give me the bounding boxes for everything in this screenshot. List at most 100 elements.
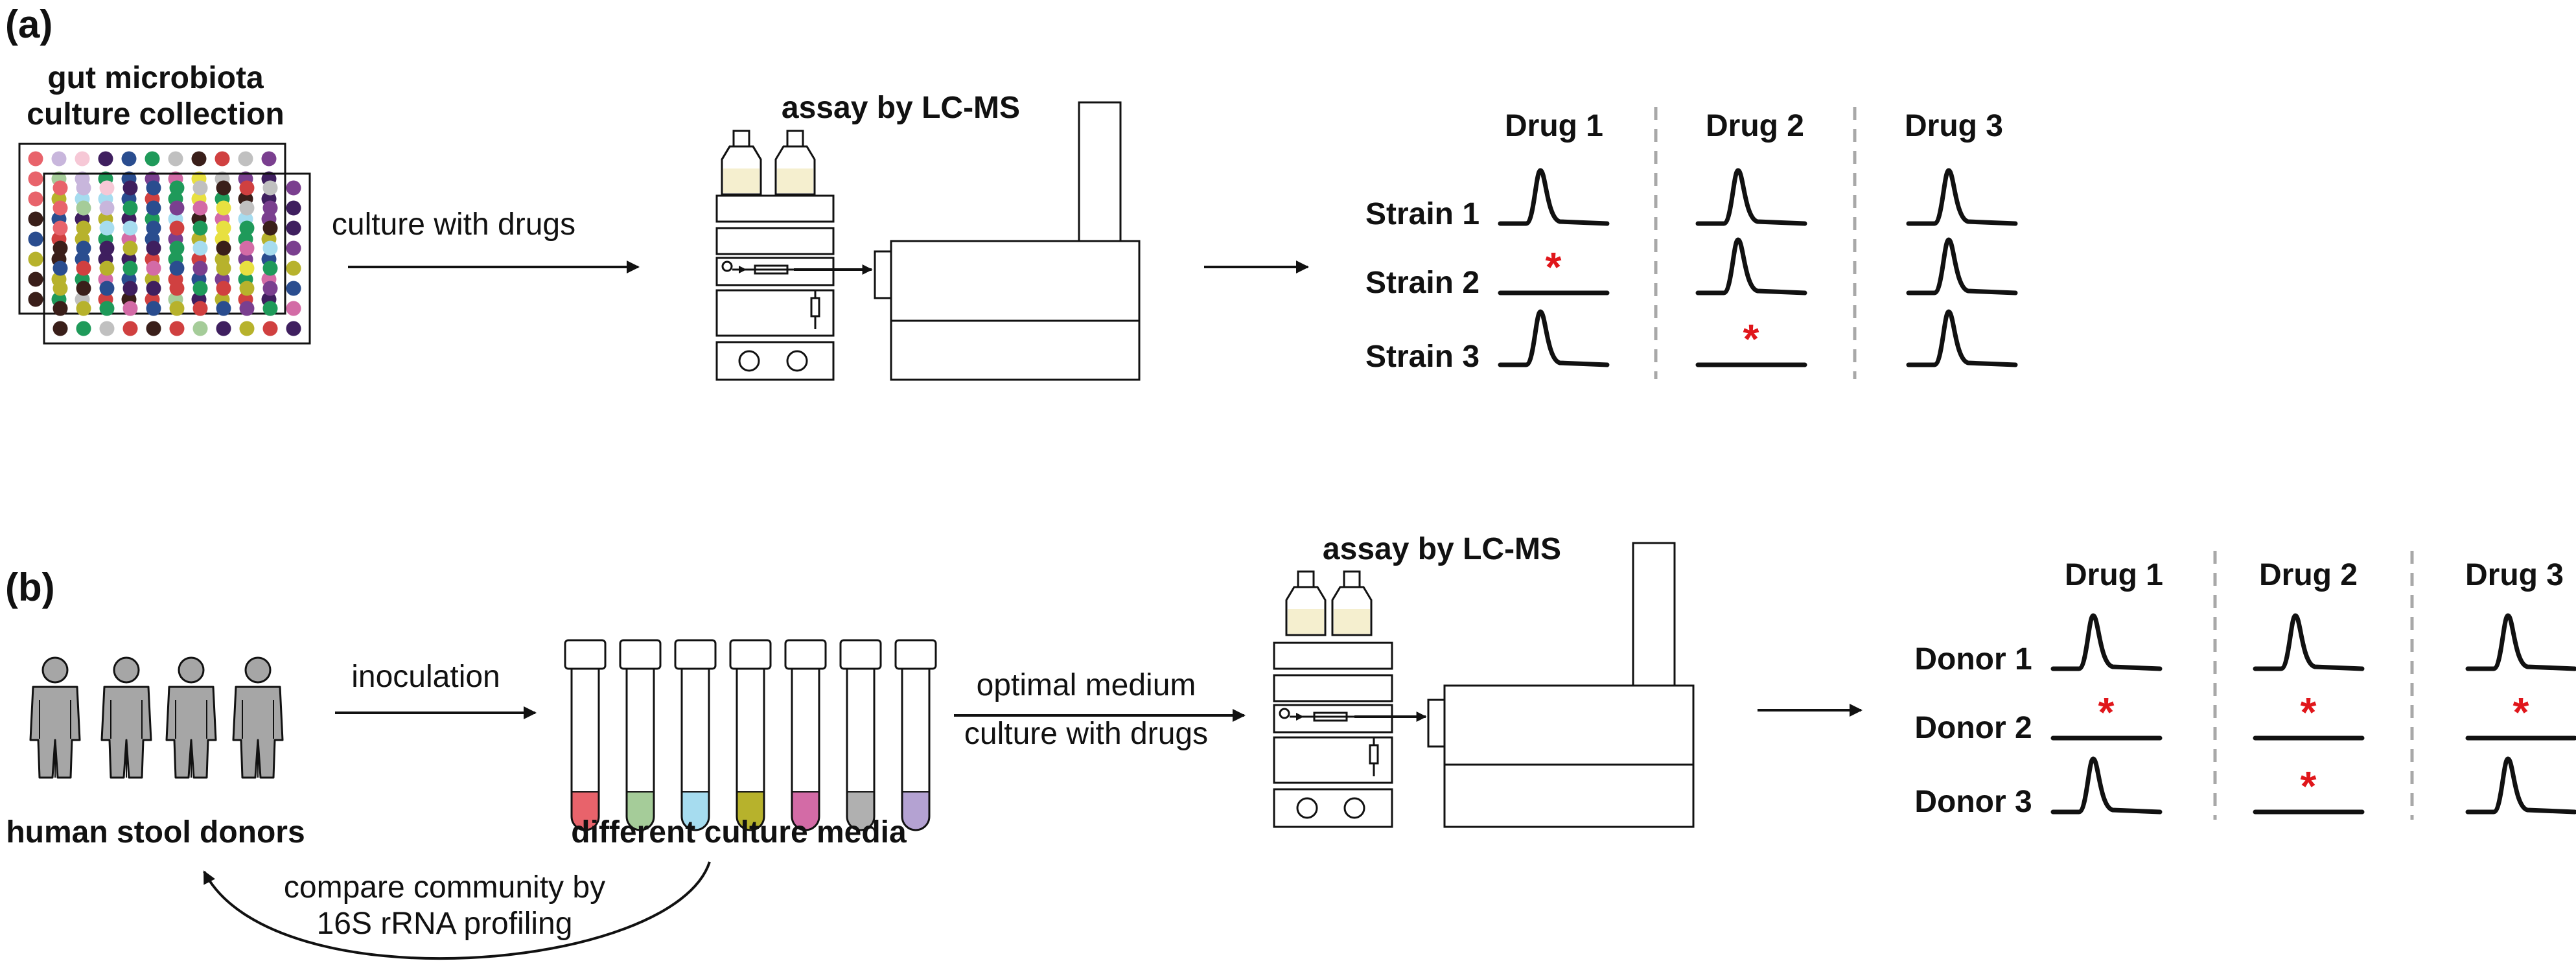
chromatogram-peak bbox=[2050, 756, 2163, 815]
plate-well bbox=[76, 281, 91, 296]
plate-well bbox=[216, 220, 231, 236]
chromatogram-peak bbox=[1695, 168, 1807, 226]
plate-well bbox=[28, 272, 43, 287]
injector-icon bbox=[1279, 708, 1354, 722]
culture-tubes-group bbox=[564, 639, 937, 831]
media-label: different culture media bbox=[571, 815, 907, 850]
plate-well bbox=[52, 321, 68, 336]
front-plate bbox=[43, 172, 311, 345]
plate-well bbox=[122, 220, 138, 236]
plate-well bbox=[239, 321, 255, 336]
well-plate-stack bbox=[18, 143, 311, 345]
donor-label: Donor 2 bbox=[1914, 711, 2032, 745]
plate-well bbox=[145, 151, 160, 167]
plate-well bbox=[216, 301, 231, 316]
chromatogram-peak bbox=[2465, 756, 2576, 815]
plate-well bbox=[216, 281, 231, 296]
culture-tube bbox=[894, 639, 937, 831]
culture-tube bbox=[729, 639, 772, 831]
plate-well bbox=[28, 191, 43, 207]
panel-b: (b) human stool donors inoculation diffe… bbox=[5, 532, 2576, 960]
drug-header: Drug 3 bbox=[2465, 558, 2564, 592]
plate-well bbox=[169, 180, 185, 196]
lc-ms-instrument-b bbox=[1273, 542, 1695, 828]
assay-title-a: assay by LC-MS bbox=[782, 91, 1020, 125]
culture-with-drugs-label-b: culture with drugs bbox=[964, 717, 1208, 751]
plate-well bbox=[75, 151, 90, 167]
chromatogram-grid-b: **** bbox=[2050, 613, 2576, 815]
plate-well bbox=[239, 220, 255, 236]
plate-well bbox=[239, 180, 255, 196]
plate-well bbox=[286, 260, 301, 276]
plate-well bbox=[28, 231, 43, 247]
plate-well bbox=[99, 180, 115, 196]
plate-well bbox=[99, 240, 115, 256]
plate-well bbox=[169, 240, 185, 256]
syringe-icon bbox=[810, 290, 820, 329]
plate-well bbox=[99, 321, 115, 336]
donor-label: Donor 3 bbox=[1914, 785, 2032, 819]
plate-well bbox=[286, 281, 301, 296]
plate-well bbox=[28, 211, 43, 227]
plate-well bbox=[216, 321, 231, 336]
plate-well bbox=[52, 220, 68, 236]
culture-tube bbox=[674, 639, 717, 831]
culture-tube bbox=[619, 639, 662, 831]
no-metabolism-marker: * bbox=[2301, 763, 2317, 809]
no-metabolism-marker: * bbox=[1743, 316, 1759, 362]
plate-well bbox=[146, 281, 161, 296]
plate-well bbox=[215, 151, 230, 167]
plate-well bbox=[192, 321, 208, 336]
solvent-bottle-icon bbox=[721, 130, 762, 196]
plate-well bbox=[76, 220, 91, 236]
chromatogram-peak bbox=[1906, 168, 2018, 226]
drug-header: Drug 1 bbox=[1505, 109, 1603, 143]
person-icon bbox=[29, 656, 81, 779]
plate-well bbox=[262, 281, 278, 296]
plate-well bbox=[169, 260, 185, 276]
plate-well bbox=[122, 240, 138, 256]
plate-well bbox=[146, 220, 161, 236]
chromatogram-grid-a: ** bbox=[1498, 168, 2018, 367]
plate-well bbox=[122, 180, 138, 196]
plate-well bbox=[286, 240, 301, 256]
plate-well bbox=[262, 200, 278, 216]
culture-tube bbox=[784, 639, 827, 831]
syringe-icon bbox=[1369, 737, 1379, 776]
plate-well bbox=[99, 281, 115, 296]
plate-well bbox=[262, 260, 278, 276]
chromatogram-peak bbox=[2465, 613, 2576, 671]
plate-well bbox=[192, 220, 208, 236]
drug-header: Drug 2 bbox=[1706, 109, 1804, 143]
chromatogram-peak bbox=[1498, 309, 1610, 367]
plate-well bbox=[192, 281, 208, 296]
optimal-medium-label: optimal medium bbox=[977, 668, 1196, 702]
plate-well bbox=[286, 220, 301, 236]
stool-donors-group bbox=[29, 656, 284, 779]
lc-ms-instrument-a bbox=[715, 101, 1141, 381]
plate-well bbox=[52, 200, 68, 216]
plate-well bbox=[76, 260, 91, 276]
plate-well bbox=[191, 151, 207, 167]
person-icon bbox=[165, 656, 217, 779]
plate-well bbox=[286, 180, 301, 196]
plate-well bbox=[52, 180, 68, 196]
drug-header: Drug 1 bbox=[2065, 558, 2163, 592]
drug-header: Drug 2 bbox=[2259, 558, 2358, 592]
plate-well bbox=[98, 151, 113, 167]
culture-tube bbox=[564, 639, 607, 831]
plate-well bbox=[262, 220, 278, 236]
plate-well bbox=[286, 301, 301, 316]
chromatogram-peak bbox=[1498, 168, 1610, 226]
plate-well bbox=[122, 260, 138, 276]
plate-well bbox=[76, 240, 91, 256]
strain-label: Strain 1 bbox=[1365, 197, 1479, 231]
chromatogram-peak bbox=[1695, 237, 1807, 295]
donor-label: Donor 1 bbox=[1914, 642, 2032, 677]
plate-well bbox=[286, 321, 301, 336]
plate-well bbox=[52, 240, 68, 256]
injector-icon bbox=[721, 260, 794, 275]
plate-well bbox=[146, 260, 161, 276]
plate-well bbox=[76, 321, 91, 336]
